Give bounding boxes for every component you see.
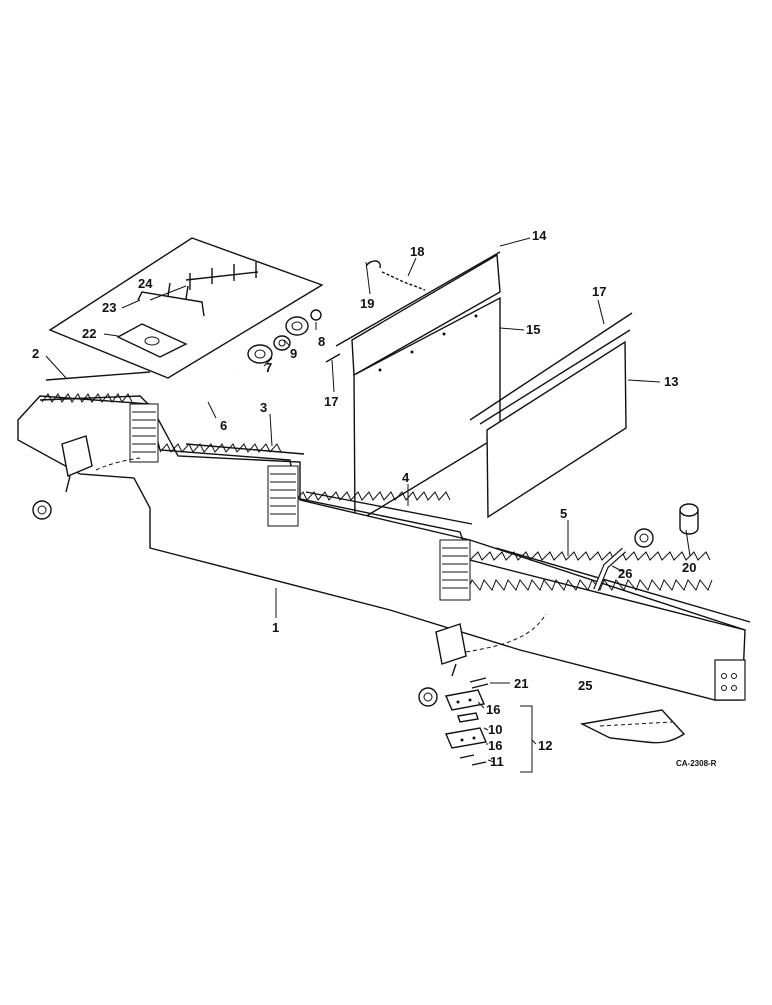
callout-8: 8 <box>318 334 325 349</box>
callout-26: 26 <box>618 566 632 581</box>
callout-3: 3 <box>260 400 267 415</box>
part-18-chain <box>365 260 426 291</box>
callout-24: 24 <box>138 276 153 291</box>
part-24-bracket <box>185 262 259 290</box>
part-3-rod <box>185 443 305 455</box>
inset-kit-box <box>48 237 324 379</box>
callout-25: 25 <box>578 678 592 693</box>
callout-23: 23 <box>102 300 116 315</box>
part-10-plate <box>457 712 479 723</box>
callout-7: 7 <box>265 360 272 375</box>
right-nut <box>634 528 654 548</box>
callout-13: 13 <box>664 374 678 389</box>
leader-lines <box>45 237 691 763</box>
callout-5: 5 <box>560 506 567 521</box>
part-23-rod <box>137 282 205 317</box>
callout-9: 9 <box>290 346 297 361</box>
part-25-trough <box>579 709 686 744</box>
part-13-curtain <box>469 312 633 519</box>
part-20-bushing <box>679 503 699 535</box>
callout-16-upper: 16 <box>486 702 500 717</box>
part-4-rod <box>305 491 473 525</box>
part-2-rod <box>45 371 151 381</box>
callout-15: 15 <box>526 322 540 337</box>
part-9-bearing <box>285 316 309 336</box>
part-8-nut <box>310 309 322 321</box>
part-12-bracket <box>520 705 533 773</box>
left-nut <box>32 500 52 520</box>
lower-drive-flap <box>95 457 547 677</box>
callout-17-left: 17 <box>324 394 338 409</box>
part-7-collar <box>273 335 291 351</box>
part-21-links <box>469 677 489 689</box>
drawing-code: CA-2308-R <box>676 759 717 768</box>
callout-labels: 1 2 3 4 5 6 7 8 9 10 11 12 13 14 15 16 1… <box>32 228 717 769</box>
part-16-block-lower <box>445 727 487 749</box>
callout-11: 11 <box>490 754 504 769</box>
part-22-plate <box>116 323 188 358</box>
part-6-pipe <box>167 368 237 404</box>
callout-19: 19 <box>360 296 374 311</box>
callout-18: 18 <box>410 244 424 259</box>
callout-22: 22 <box>82 326 96 341</box>
callout-16-lower: 16 <box>488 738 502 753</box>
callout-6: 6 <box>220 418 227 433</box>
part-1-elevator-body <box>17 393 746 701</box>
part-11-pins <box>459 754 487 766</box>
callout-12: 12 <box>538 738 552 753</box>
part-16-block-upper <box>445 689 485 711</box>
part-5-rod <box>495 547 751 623</box>
callout-17-right: 17 <box>592 284 606 299</box>
callout-10: 10 <box>488 722 502 737</box>
part-14-15-curtain <box>325 251 501 525</box>
callout-21: 21 <box>514 676 528 691</box>
lower-nut <box>418 687 438 707</box>
callout-14: 14 <box>532 228 547 243</box>
part-26-pipe <box>593 547 626 592</box>
part-7-bearing <box>247 344 273 364</box>
callout-20: 20 <box>682 560 696 575</box>
callout-2: 2 <box>32 346 39 361</box>
callout-4: 4 <box>402 470 410 485</box>
callout-1: 1 <box>272 620 279 635</box>
